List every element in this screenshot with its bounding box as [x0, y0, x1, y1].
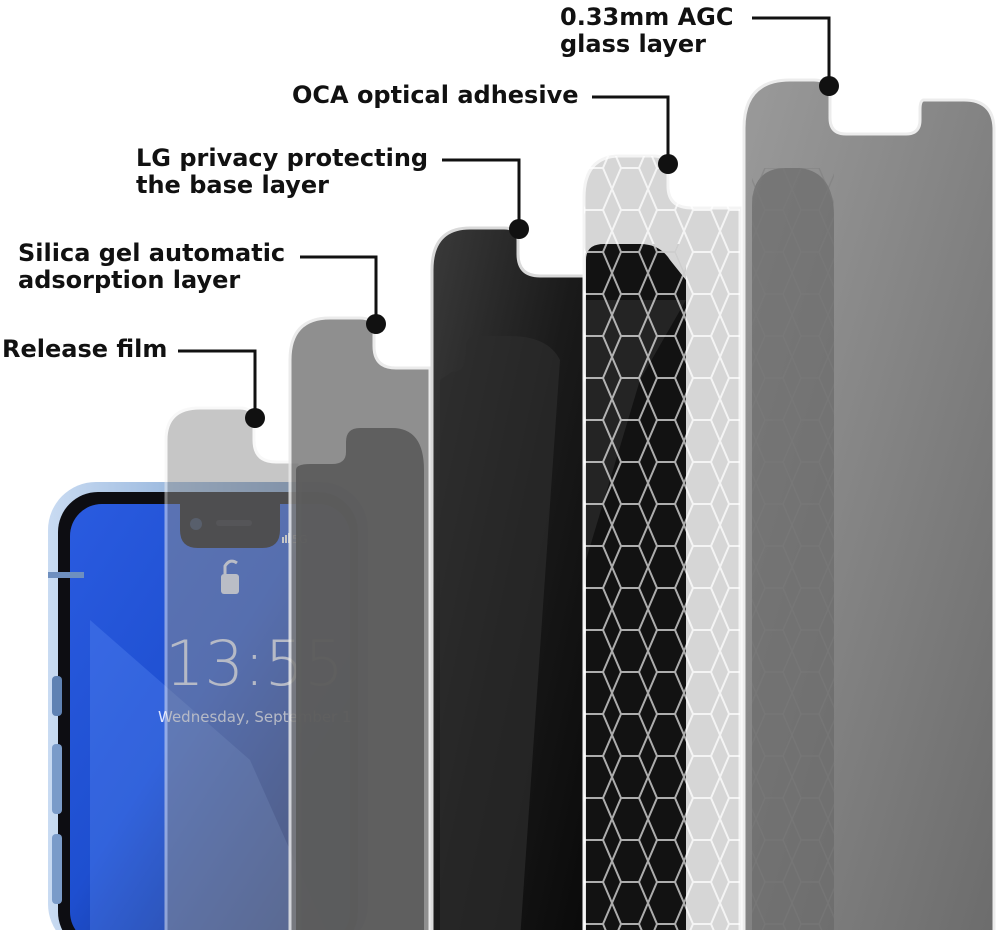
side-button-volume-up — [52, 744, 62, 814]
layer-release-film — [164, 406, 302, 935]
layer-agc-glass — [742, 78, 996, 935]
dot-oca — [658, 154, 678, 174]
side-button-switch — [52, 676, 62, 716]
dot-release-film — [245, 408, 265, 428]
layer-oca-adhesive — [582, 154, 742, 935]
leader-line-silica-gel — [300, 255, 378, 324]
label-release-film: Release film — [2, 336, 167, 363]
leader-line-release-film — [178, 349, 257, 418]
leader-line-agc — [752, 16, 831, 86]
leader-line-oca — [592, 95, 670, 164]
label-lg-privacy: LG privacy protecting the base layer — [136, 145, 428, 199]
dot-lg-privacy — [509, 219, 529, 239]
label-lg-privacy-line1: LG privacy protecting — [136, 144, 429, 172]
label-agc-line1: 0.33mm AGC — [560, 3, 734, 31]
label-silica-gel: Silica gel automatic adsorption layer — [18, 240, 285, 294]
label-agc-line2: glass layer — [560, 30, 706, 58]
antenna-band — [48, 572, 84, 578]
label-silica-gel-line1: Silica gel automatic — [18, 239, 286, 267]
leader-line-lg-privacy — [442, 158, 521, 228]
label-oca-line1: OCA optical adhesive — [292, 81, 579, 109]
side-button-volume-down — [52, 834, 62, 904]
dot-agc — [819, 76, 839, 96]
label-oca: OCA optical adhesive — [292, 82, 579, 109]
leader-dots — [245, 76, 839, 428]
label-agc: 0.33mm AGC glass layer — [560, 4, 733, 58]
dot-silica-gel — [366, 314, 386, 334]
leader-lines — [178, 16, 831, 418]
layer-silica-gel — [288, 316, 432, 935]
label-silica-gel-line2: adsorption layer — [18, 266, 241, 294]
label-lg-privacy-line2: the base layer — [136, 171, 329, 199]
label-release-film-line1: Release film — [2, 335, 168, 363]
layer-lg-privacy — [430, 226, 586, 935]
